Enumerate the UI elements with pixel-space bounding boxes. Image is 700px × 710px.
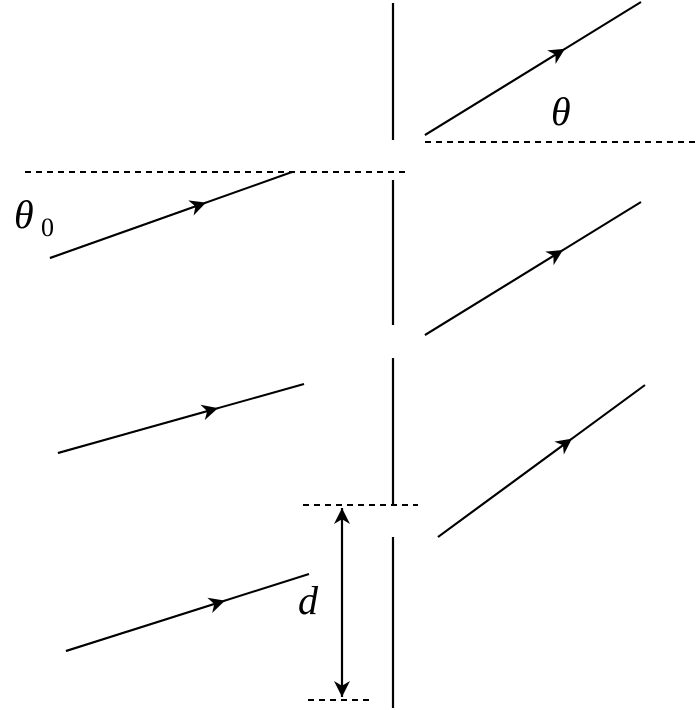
- incident-ray-3-arrow: [65, 597, 226, 652]
- diffracted-ray-1-arrow: [424, 47, 566, 136]
- theta-label: θ: [551, 89, 571, 134]
- incident-rays: [49, 171, 310, 652]
- theta0-subscript: 0: [41, 213, 54, 242]
- incident-ray-1-arrow: [49, 200, 207, 259]
- diffracted-ray-3-arrow: [437, 437, 573, 538]
- incident-ray-2-arrow: [57, 404, 219, 454]
- diffracted-rays: [424, 1, 646, 538]
- theta0-label: θ: [14, 192, 34, 237]
- spacing-label: d: [298, 578, 319, 623]
- diffracted-ray-2-arrow: [424, 249, 564, 336]
- reference-lines: [25, 141, 698, 701]
